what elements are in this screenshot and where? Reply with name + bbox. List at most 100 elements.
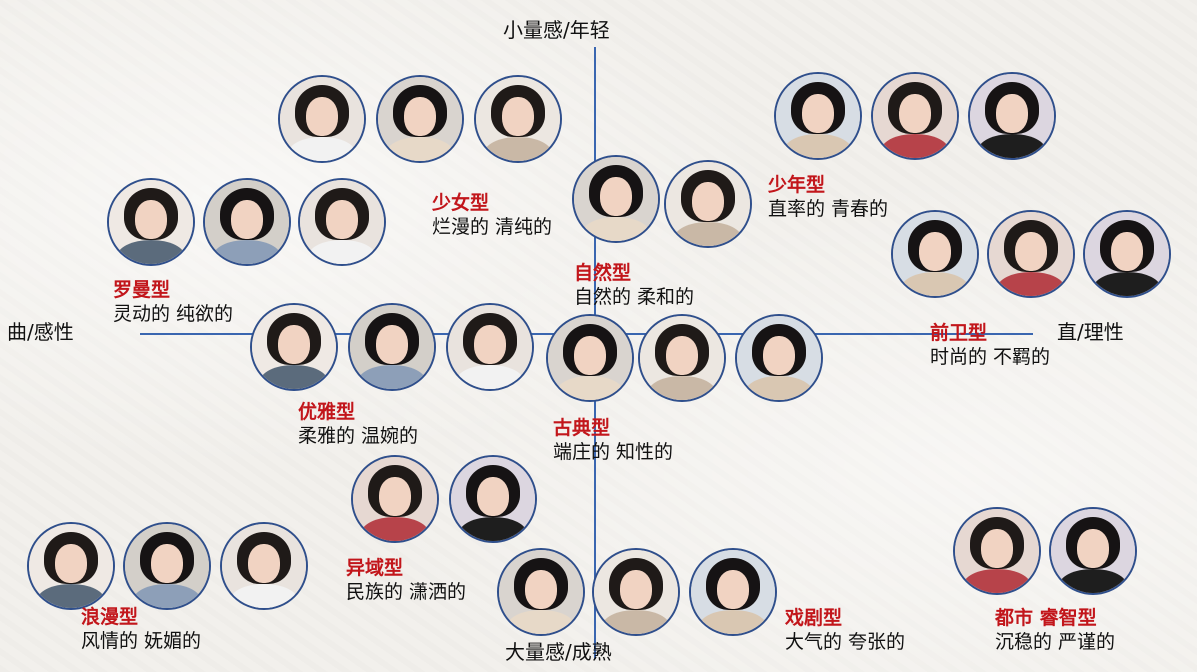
portrait-xiju-3 [689,548,777,636]
portrait-face [326,200,358,239]
type-gudian: 古典型 端庄的 知性的 [553,416,673,465]
portrait-face [692,182,724,221]
portrait-face [1015,232,1047,271]
type-xiju-name: 戏剧型 [785,607,843,629]
portrait-body [602,610,670,634]
portrait-shaonv-3 [474,75,562,163]
portrait-gudian-1 [546,314,634,402]
portrait-body [901,272,969,296]
type-youya: 优雅型 柔雅的 温婉的 [298,400,418,449]
type-xiju: 戏剧型 大气的 夸张的 [785,606,905,655]
portrait-body [699,610,767,634]
type-langman-name: 浪漫型 [81,606,139,628]
portrait-face [55,544,87,583]
portrait-xiju-2 [592,548,680,636]
portrait-body [1093,272,1161,296]
portrait-qianwei-2 [987,210,1075,298]
portrait-body [260,365,328,389]
portrait-face [802,94,834,133]
portrait-face [919,232,951,271]
portrait-gudian-3 [735,314,823,402]
type-gudian-name: 古典型 [553,417,611,439]
portrait-face [231,200,263,239]
portrait-face [248,544,280,583]
portrait-face [525,570,557,609]
portrait-face [404,97,436,136]
portrait-ziran-1 [572,155,660,243]
portrait-face [666,336,698,375]
type-shaonv: 少女型 烂漫的 清纯的 [432,191,552,240]
portrait-shaonian-3 [968,72,1056,160]
portrait-body [230,584,298,608]
portrait-body [386,137,454,161]
type-dushi: 都市 睿智型 沉稳的 严谨的 [995,606,1115,655]
portrait-body [507,610,575,634]
portrait-qianwei-3 [1083,210,1171,298]
portrait-face [477,477,509,516]
type-luoman-desc: 灵动的 纯欲的 [113,303,234,325]
type-shaonv-name: 少女型 [432,192,490,214]
type-shaonv-desc: 烂漫的 清纯的 [432,216,553,238]
portrait-youya-2 [348,303,436,391]
portrait-face [600,177,632,216]
portrait-face [1077,529,1109,568]
portrait-face [379,477,411,516]
portrait-yiyu-2 [449,455,537,543]
portrait-body [37,584,105,608]
axis-label-right: 直/理性 [1057,320,1124,344]
portrait-langman-2 [123,522,211,610]
axis-label-top: 小量感/年轻 [503,18,610,42]
portrait-yiyu-1 [351,455,439,543]
portrait-body [456,365,524,389]
portrait-shaonv-1 [278,75,366,163]
type-xiju-desc: 大气的 夸张的 [785,631,906,653]
portrait-youya-3 [446,303,534,391]
portrait-langman-3 [220,522,308,610]
portrait-body [648,376,716,400]
portrait-body [213,240,281,264]
portrait-shaonian-2 [871,72,959,160]
type-yiyu-desc: 民族的 潇洒的 [346,581,467,603]
portrait-body [963,569,1031,593]
portrait-body [978,134,1046,158]
type-yiyu: 异域型 民族的 潇洒的 [346,556,466,605]
type-qianwei-name: 前卫型 [930,322,988,344]
portrait-gudian-2 [638,314,726,402]
type-shaonian-desc: 直率的 青春的 [768,198,889,220]
type-qianwei: 前卫型 时尚的 不羁的 [930,321,1050,370]
type-shaonian: 少年型 直率的 青春的 [768,173,888,222]
type-youya-desc: 柔雅的 温婉的 [298,425,419,447]
portrait-luoman-1 [107,178,195,266]
portrait-youya-1 [250,303,338,391]
portrait-body [117,240,185,264]
portrait-face [502,97,534,136]
type-shaonian-name: 少年型 [768,174,826,196]
type-dushi-desc: 沉稳的 严谨的 [995,631,1116,653]
portrait-dushi-2 [1049,507,1137,595]
type-ziran-name: 自然型 [574,262,632,284]
portrait-face [620,570,652,609]
type-ziran-desc: 自然的 柔和的 [574,286,695,308]
portrait-face [981,529,1013,568]
portrait-face [376,325,408,364]
portrait-qianwei-1 [891,210,979,298]
portrait-face [996,94,1028,133]
portrait-shaonv-2 [376,75,464,163]
type-qianwei-desc: 时尚的 不羁的 [930,346,1051,368]
portrait-face [151,544,183,583]
portrait-body [133,584,201,608]
portrait-face [899,94,931,133]
portrait-body [1059,569,1127,593]
portrait-luoman-2 [203,178,291,266]
portrait-body [881,134,949,158]
portrait-body [674,222,742,246]
type-ziran: 自然型 自然的 柔和的 [574,261,694,310]
type-youya-name: 优雅型 [298,401,356,423]
type-gudian-desc: 端庄的 知性的 [553,441,674,463]
type-dushi-name: 都市 睿智型 [995,607,1097,629]
portrait-face [278,325,310,364]
type-luoman-name: 罗曼型 [113,279,171,301]
portrait-body [308,240,376,264]
portrait-body [997,272,1065,296]
axis-label-left: 曲/感性 [7,320,74,344]
